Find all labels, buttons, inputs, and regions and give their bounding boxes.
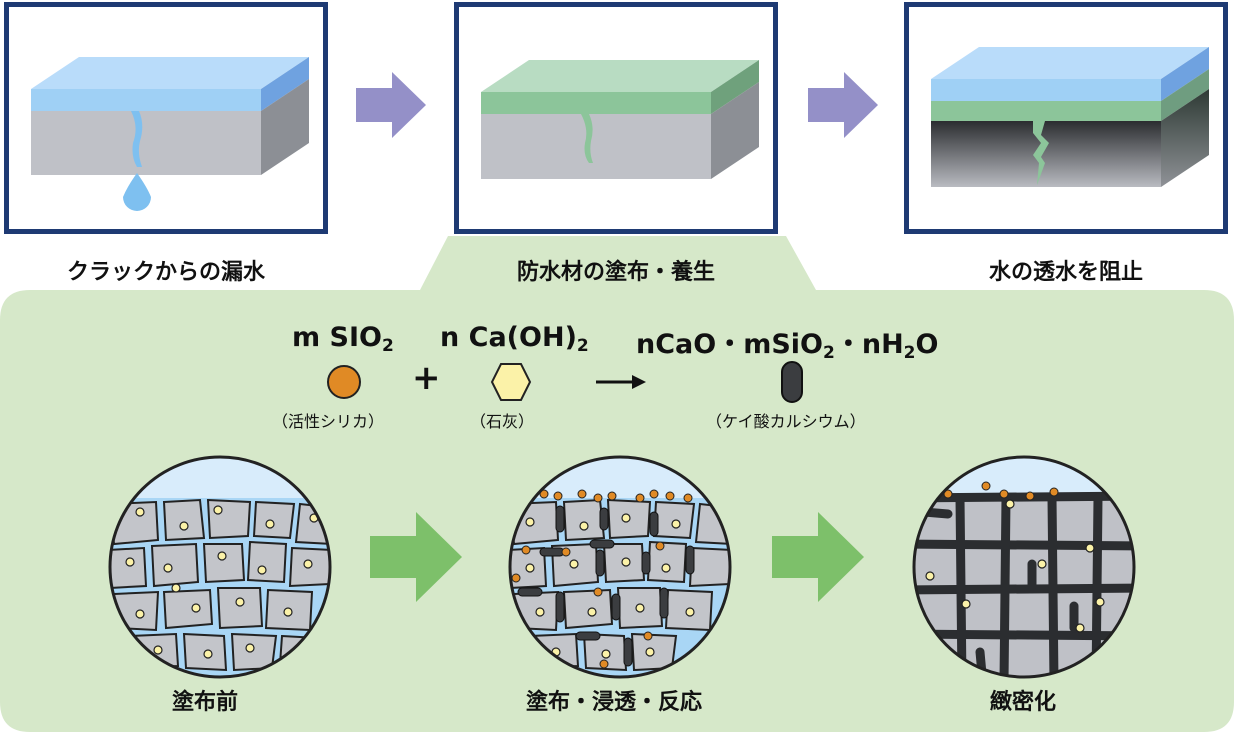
reactant-silica-formula: m SIO2: [292, 322, 394, 356]
lime-name: （石灰）: [470, 412, 535, 431]
lime-hexagon-icon: [490, 363, 532, 401]
step-panel-blocked: [904, 2, 1228, 234]
stage-caption-before: 塗布前: [172, 690, 239, 715]
arrow-right-icon: [356, 72, 426, 138]
step-caption-leak: クラックからの漏水: [66, 260, 265, 285]
plus-sign: +: [412, 358, 441, 398]
reaction-arrow-icon: [596, 375, 646, 389]
step-panel-coating: [454, 2, 778, 234]
calcium-silicate-capsule-icon: [781, 361, 803, 403]
microstructure-before: [108, 455, 332, 679]
stage-caption-reacting: 塗布・浸透・反応: [526, 690, 703, 715]
microstructure-reacting: [508, 455, 732, 679]
step-caption-blocked: 水の透水を阻止: [988, 260, 1143, 285]
step-panel-leak: [4, 2, 328, 234]
cracked-block-leak: [31, 57, 309, 211]
reactant-lime-formula: n Ca(OH)2: [440, 322, 589, 356]
calcium-silicate-name: （ケイ酸カルシウム）: [706, 412, 866, 431]
arrow-right-icon: [808, 72, 878, 138]
arrow-right-icon: [370, 512, 462, 602]
silica-name: （活性シリカ）: [272, 412, 385, 431]
stage-caption-densified: 緻密化: [990, 690, 1057, 715]
silica-circle-icon: [327, 365, 361, 399]
densified-block: [931, 47, 1209, 187]
microstructure-densified: [912, 455, 1136, 679]
step-caption-coating: 防水材の塗布・養生: [516, 260, 715, 285]
arrow-right-icon: [772, 512, 864, 602]
coated-block: [481, 60, 759, 179]
product-formula: nCaO・mSiO2・nH2O: [636, 329, 939, 363]
